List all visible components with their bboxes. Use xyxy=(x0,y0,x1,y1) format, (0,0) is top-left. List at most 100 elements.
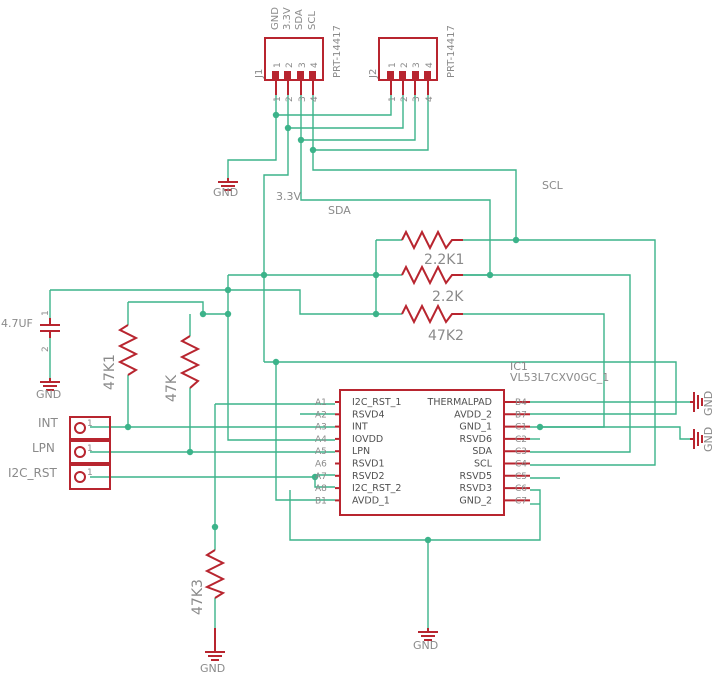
j2-pad-4: 4 xyxy=(425,96,435,102)
gnd-label-cap: GND xyxy=(36,388,61,401)
gnd-label-bottom: GND xyxy=(413,639,438,652)
resistor-r5-label: 47K xyxy=(164,374,180,402)
j2-pin-3: 3 xyxy=(412,62,422,68)
resistor-r3-label: 47K2 xyxy=(428,328,464,344)
ic-left-pin-name: RSVD1 xyxy=(352,459,385,470)
j1-pin-2: 2 xyxy=(285,62,295,68)
ic-right-pin-num: C2 xyxy=(515,435,527,445)
resistor-r6: 47K3 xyxy=(190,549,226,615)
j2-pad-2: 2 xyxy=(400,96,410,102)
gnd-label-right-2: GND xyxy=(702,427,715,452)
j2-pin-1: 1 xyxy=(388,62,398,68)
ic-left-pin-num: A2 xyxy=(315,410,327,420)
j2-label: J2 xyxy=(368,69,379,79)
header-lpn: LPN 1 xyxy=(32,440,111,464)
ic-left-pin-name: I2C_RST_1 xyxy=(352,397,401,408)
resistor-r4-label: 47K1 xyxy=(102,354,118,390)
j2-pin-2: 2 xyxy=(400,62,410,68)
header-i2c-rst: I2C_RST 1 xyxy=(8,464,111,490)
ic-right-pin-num: C7 xyxy=(515,496,527,506)
header-lpn-label: LPN xyxy=(32,441,55,455)
j1-part: PRT-14417 xyxy=(332,25,343,78)
resistor-r1-label: 2.2K1 xyxy=(424,252,464,268)
ic-left-pin-name: INT xyxy=(352,422,368,433)
resistor-r2-label: 2.2K xyxy=(432,289,464,305)
j1-pin-3: 3 xyxy=(298,62,308,68)
j2-part: PRT-14417 xyxy=(446,25,457,78)
j1-signal-scl: SCL xyxy=(307,11,318,30)
header-int-pin: 1 xyxy=(87,419,93,429)
resistor-r6-label: 47K3 xyxy=(190,579,206,615)
net-label-sda: SDA xyxy=(328,204,351,217)
connector-j2: J2 PRT-14417 1 2 3 4 1 2 3 4 xyxy=(368,25,457,102)
j2-pin-4: 4 xyxy=(425,62,435,68)
ic-left-pin-num: A3 xyxy=(315,423,327,433)
ic-right-pin-num: B4 xyxy=(515,398,527,408)
ic-right-pin-num: C5 xyxy=(515,472,527,482)
capacitor-label: 4.7UF xyxy=(1,317,33,330)
j1-pin-4: 4 xyxy=(310,62,320,68)
wires xyxy=(49,95,690,628)
j2-pad-1: 1 xyxy=(388,96,398,102)
gnd-label-47k3: GND xyxy=(200,662,225,675)
header-i2c-rst-pin: 1 xyxy=(87,468,93,478)
net-label-3v3: 3.3V xyxy=(276,190,301,203)
ic-right-pin-name: RSVD3 xyxy=(460,483,493,494)
j1-pad-2: 2 xyxy=(285,96,295,102)
ic-name: IC1 xyxy=(510,360,528,373)
connector-j1: J1 PRT-14417 1 2 3 4 1 2 3 4 GND 3.3V SD… xyxy=(254,7,343,102)
ic-left-pin-num: A4 xyxy=(315,435,327,445)
ic-right-pin-name: GND_1 xyxy=(459,422,492,433)
ic-part: VL53L7CXV0GC_1 xyxy=(510,371,609,384)
ic-right-pin-num: C4 xyxy=(515,460,527,470)
gnd-symbol-47k3: GND xyxy=(200,628,225,675)
ic-left-pin-num: A1 xyxy=(315,398,327,408)
capacitor-c1: 4.7UF 1 2 xyxy=(1,310,60,352)
j1-label: J1 xyxy=(254,69,265,79)
ic-left-pin-num: A8 xyxy=(315,484,327,494)
gnd-symbol-right-2: GND xyxy=(690,427,715,452)
ic-right-pin-name: SDA xyxy=(472,446,492,457)
j1-signal-sda: SDA xyxy=(294,9,305,30)
header-lpn-pin: 1 xyxy=(87,444,93,454)
j1-pad-3: 3 xyxy=(298,96,308,102)
gnd-label-right-1: GND xyxy=(702,391,715,416)
gnd-symbol-j1: GND xyxy=(213,178,238,199)
ic-right-pin-name: SCL xyxy=(474,459,493,470)
header-i2c-rst-label: I2C_RST xyxy=(8,466,58,480)
ic-left-pin-num: A7 xyxy=(315,472,327,482)
ic-left-pin-num: A5 xyxy=(315,447,327,457)
ic-left-pin-name: RSVD2 xyxy=(352,471,385,482)
ic-right-pin-name: THERMALPAD xyxy=(427,397,492,408)
net-label-scl: SCL xyxy=(542,179,564,192)
gnd-label-j1: GND xyxy=(213,186,238,199)
ic-right-pin-num: B7 xyxy=(515,410,527,420)
ic-right-pin-num: C1 xyxy=(515,423,527,433)
resistor-r1: 2.2K1 xyxy=(401,229,464,268)
resistor-r3: 47K2 xyxy=(401,303,464,344)
ic-right-pin-num: C6 xyxy=(515,484,527,494)
ic-left-pin-name: AVDD_1 xyxy=(352,495,390,506)
ic-right-pin-name: AVDD_2 xyxy=(454,409,492,420)
ic-right-pin-num: C3 xyxy=(515,447,527,457)
ic-left-pin-name: I2C_RST_2 xyxy=(352,483,401,494)
j1-signal-gnd: GND xyxy=(270,7,281,30)
ic-left-pin-name: IOVDD xyxy=(352,434,383,445)
resistor-r2: 2.2K xyxy=(401,264,464,305)
header-int: INT 1 xyxy=(38,416,111,440)
resistor-r5: 47K xyxy=(164,335,201,402)
ic-right-pin-name: RSVD6 xyxy=(460,434,493,445)
gnd-symbol-bottom: GND xyxy=(413,628,438,652)
ic-right-pin-name: GND_2 xyxy=(459,495,492,506)
ic-left-pin-num: A6 xyxy=(315,460,327,470)
header-int-label: INT xyxy=(38,416,59,430)
gnd-symbol-cap: GND xyxy=(36,378,61,401)
resistor-r4: 47K1 xyxy=(102,324,139,390)
ic-left-pin-num: B1 xyxy=(315,496,327,506)
j1-pad-1: 1 xyxy=(273,96,283,102)
capacitor-pin-2: 2 xyxy=(41,346,51,352)
j1-pin-1: 1 xyxy=(273,62,283,68)
